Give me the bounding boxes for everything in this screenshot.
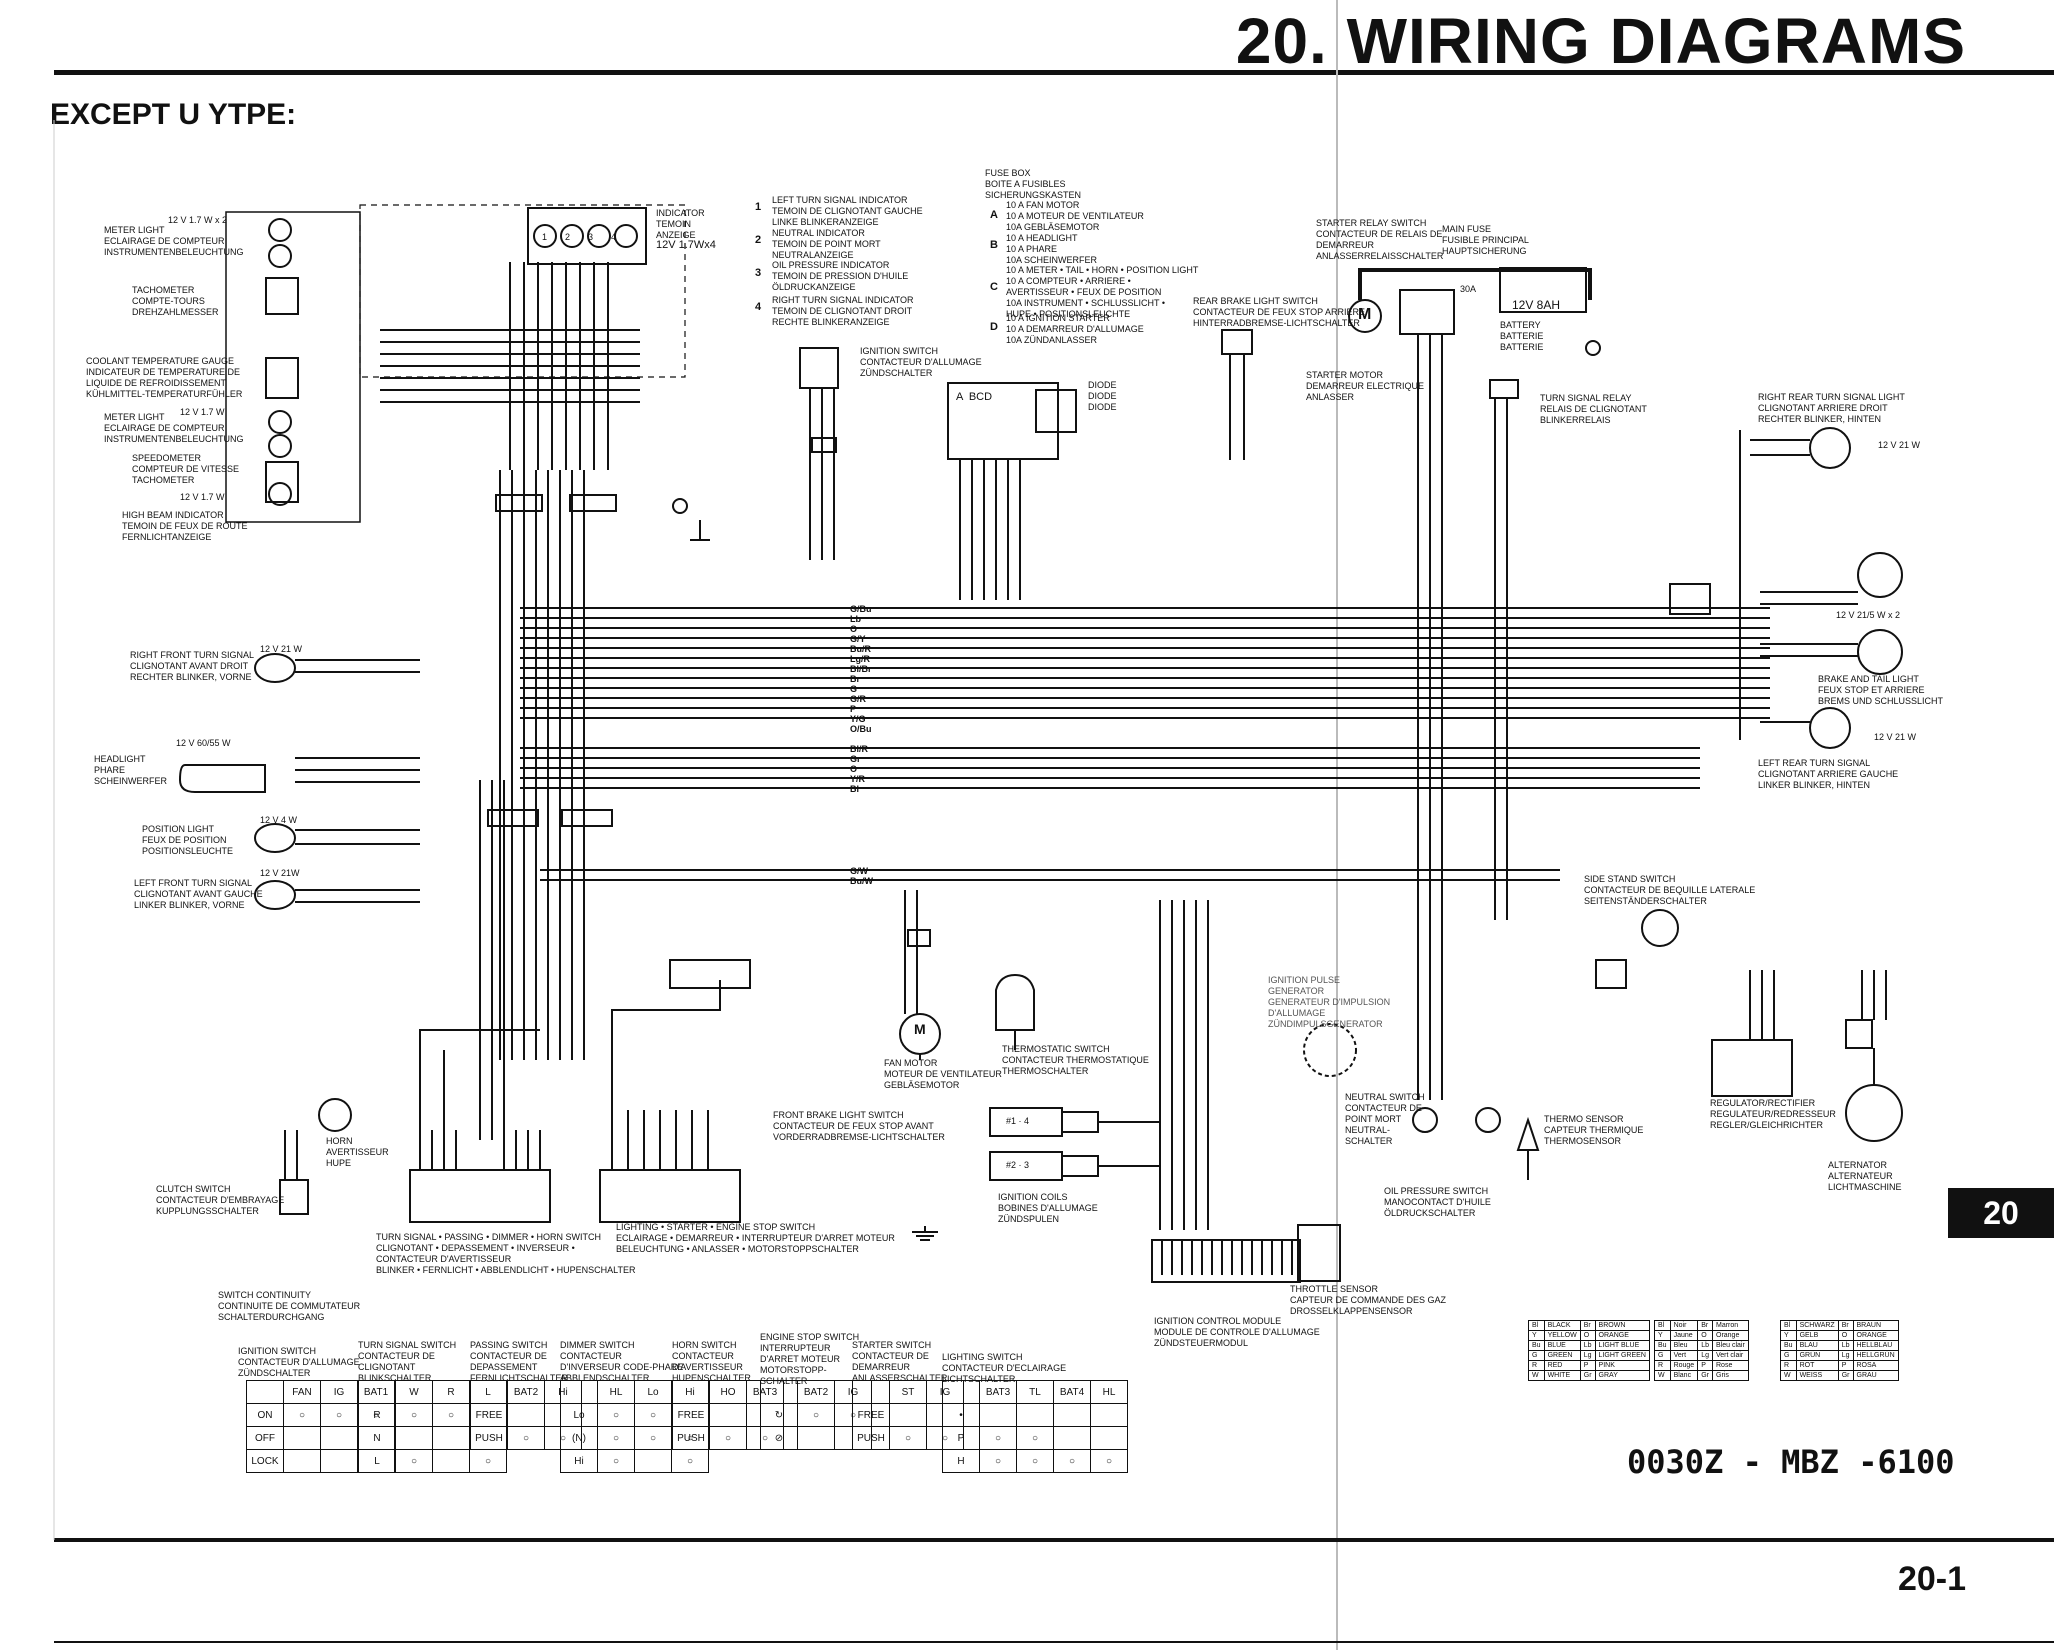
coil-2-3: #2 · 3	[1006, 1160, 1030, 1170]
indicator-numbers: 1234	[542, 232, 635, 242]
alternator-label: ALTERNATOR ALTERNATEUR LICHTMASCHINE	[1828, 1160, 1902, 1192]
regulator-label: REGULATOR/RECTIFIER REGULATEUR/REDRESSEU…	[1710, 1098, 1836, 1130]
meter-light-2-label: METER LIGHT ECLAIRAGE DE COMPTEUR INSTRU…	[104, 412, 244, 444]
meter-light-label: METER LIGHT ECLAIRAGE DE COMPTEUR INSTRU…	[104, 225, 244, 257]
coil-1-4: #1 · 4	[1006, 1116, 1030, 1126]
right-front-turn-label: RIGHT FRONT TURN SIGNAL CLIGNOTANT AVANT…	[130, 650, 255, 682]
thermostatic-switch-label: THERMOSTATIC SWITCH CONTACTEUR THERMOSTA…	[1002, 1044, 1149, 1076]
speedometer-label: SPEEDOMETER COMPTEUR DE VITESSE TACHOMET…	[132, 453, 240, 485]
turn-relay-label: TURN SIGNAL RELAY RELAIS DE CLIGNOTANT B…	[1540, 393, 1647, 425]
fan-motor-symbol: M	[914, 1021, 926, 1037]
page-number: 20-1	[1897, 1560, 1966, 1598]
headlight-label: HEADLIGHT PHARE SCHEINWERFER	[94, 754, 168, 786]
meter-light-rating: 12 V 1.7 W x 2	[168, 215, 228, 225]
handlebar-right-label: LIGHTING • STARTER • ENGINE STOP SWITCH …	[616, 1222, 895, 1254]
header-rule	[54, 70, 2054, 75]
front-brake-switch-label: FRONT BRAKE LIGHT SWITCH CONTACTEUR DE F…	[773, 1110, 945, 1142]
clutch-switch-label: CLUTCH SWITCH CONTACTEUR D'EMBRAYAGE KUP…	[156, 1184, 285, 1216]
oil-pressure-switch-label: OIL PRESSURE SWITCH MANOCONTACT D'HUILE …	[1384, 1186, 1491, 1218]
left-rear-turn-label: LEFT REAR TURN SIGNAL CLIGNOTANT ARRIERE…	[1758, 758, 1899, 790]
thermo-sensor-label: THERMO SENSOR CAPTEUR THERMIQUE THERMOSE…	[1544, 1114, 1644, 1146]
main-fuse-label: MAIN FUSE FUSIBLE PRINCIPAL HAUPTSICHERU…	[1442, 224, 1529, 256]
battery-label: BATTERY BATTERIE BATTERIE	[1500, 320, 1544, 352]
page-title: 20. WIRING DIAGRAMS	[1235, 5, 1966, 77]
section-subtitle: EXCEPT U YTPE:	[50, 98, 297, 131]
left-front-turn-label: LEFT FRONT TURN SIGNAL CLIGNOTANT AVANT …	[134, 878, 263, 910]
part-number: 0030Z - MBZ -6100	[1627, 1443, 1955, 1481]
meter-light-2-rating: 12 V 1.7 W	[180, 407, 225, 417]
neutral-switch-label: NEUTRAL SWITCH CONTACTEUR DE POINT MORT …	[1345, 1092, 1425, 1146]
coolant-gauge-label: COOLANT TEMPERATURE GAUGE INDICATEUR DE …	[86, 356, 243, 399]
starter-relay-label: STARTER RELAY SWITCH CONTACTEUR DE RELAI…	[1316, 218, 1444, 261]
fan-motor-label: FAN MOTOR MOTEUR DE VENTILATEUR GEBLÄSEM…	[884, 1058, 1002, 1090]
brake-tail-label: BRAKE AND TAIL LIGHT FEUX STOP ET ARRIER…	[1818, 674, 1944, 706]
horn-label: HORN AVERTISSEUR HUPE	[326, 1136, 389, 1168]
headlight-rating: 12 V 60/55 W	[176, 738, 231, 748]
position-rating: 12 V 4 W	[260, 815, 298, 825]
meter-dashed-frame	[359, 204, 686, 378]
position-light-label: POSITION LIGHT FEUX DE POSITION POSITION…	[142, 824, 234, 856]
handlebar-left-label: TURN SIGNAL • PASSING • DIMMER • HORN SW…	[376, 1232, 636, 1275]
switch-continuity-heading: SWITCH CONTINUITY CONTINUITE DE COMMUTAT…	[218, 1290, 361, 1322]
page-seam	[1336, 0, 1338, 1650]
left-rear-rating: 12 V 21 W	[1874, 732, 1917, 742]
throttle-sensor-label: THROTTLE SENSOR CAPTEUR DE COMMANDE DES …	[1290, 1284, 1447, 1316]
main-fuse-rating: 30A	[1460, 284, 1477, 294]
fuse-letters: A BCD	[956, 391, 993, 403]
section-tab[interactable]: 20	[1948, 1188, 2054, 1238]
icm-label: IGNITION CONTROL MODULE MODULE DE CONTRO…	[1154, 1316, 1320, 1348]
indicator-rating: 12V 1.7Wx4	[656, 239, 716, 251]
fuse-box-label: FUSE BOX BOITE A FUSIBLES SICHERUNGSKAST…	[985, 168, 1082, 200]
high-beam-rating: 12 V 1.7 W	[180, 492, 225, 502]
right-front-rating: 12 V 21 W	[260, 644, 303, 654]
brake-tail-rating: 12 V 21/5 W x 2	[1836, 610, 1901, 620]
rear-brake-switch-label: REAR BRAKE LIGHT SWITCH CONTACTEUR DE FE…	[1193, 296, 1366, 328]
right-rear-turn-label: RIGHT REAR TURN SIGNAL LIGHT CLIGNOTANT …	[1758, 392, 1905, 424]
ignition-coils-label: IGNITION COILS BOBINES D'ALLUMAGE ZÜNDSP…	[998, 1192, 1098, 1224]
instrument-cluster-box	[225, 211, 361, 523]
tachometer-label: TACHOMETER COMPTE-TOURS DREHZAHLMESSER	[132, 285, 219, 317]
right-rear-rating: 12 V 21 W	[1878, 440, 1921, 450]
starter-motor-label: STARTER MOTOR DEMARREUR ELECTRIQUE ANLAS…	[1306, 370, 1425, 402]
battery-rating: 12V 8AH	[1512, 298, 1561, 312]
left-front-rating: 12 V 21W	[260, 868, 300, 878]
indicator-label: INDICATOR TEMOIN ANZEIGE	[656, 208, 705, 240]
ignition-switch-label: IGNITION SWITCH CONTACTEUR D'ALLUMAGE ZÜ…	[860, 346, 982, 378]
side-stand-label: SIDE STAND SWITCH CONTACTEUR DE BEQUILLE…	[1584, 874, 1756, 906]
starter-motor-symbol: M	[1358, 306, 1372, 323]
diode-label: DIODE DIODE DIODE	[1088, 380, 1117, 412]
high-beam-label: HIGH BEAM INDICATOR TEMOIN DE FEUX DE RO…	[122, 510, 248, 542]
ignition-pulse-label: IGNITION PULSE GENERATOR GENERATEUR D'IM…	[1268, 975, 1391, 1029]
